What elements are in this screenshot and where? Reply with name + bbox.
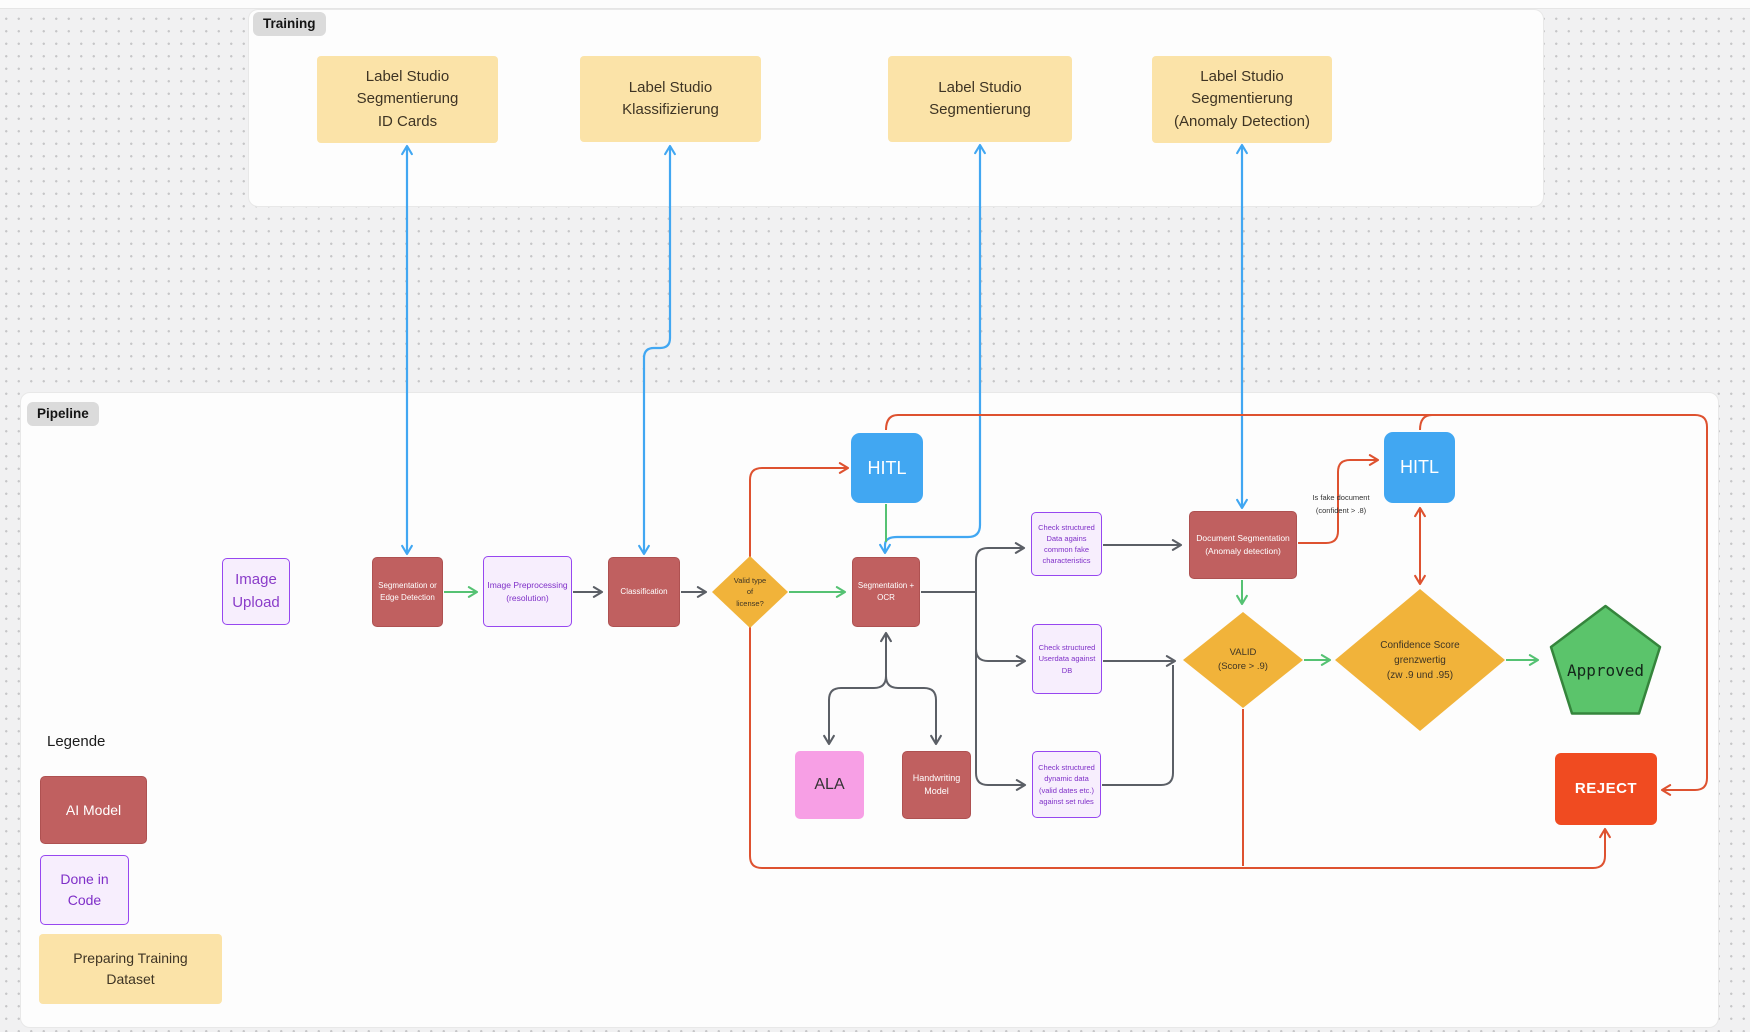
edge-segocr-checkfake[interactable] — [975, 542, 1026, 592]
legend-title: Legende — [47, 733, 106, 750]
edge-hitl2-top-join[interactable] — [1419, 414, 1433, 431]
training-box-anomaly-detection[interactable]: Label Studio Segmentierung (Anomaly Dete… — [1152, 56, 1332, 143]
node-check-userdata-db[interactable]: Check structured Userdata against DB — [1032, 624, 1102, 694]
node-reject[interactable]: REJECT — [1555, 753, 1657, 825]
edge-segocr-checkdynamic[interactable] — [975, 592, 1027, 791]
fake-document-annotation[interactable]: Is fake document (confident > .8) — [1312, 493, 1370, 515]
training-box-id-cards[interactable]: Label Studio Segmentierung ID Cards — [317, 56, 498, 143]
node-image-upload[interactable]: Image Upload — [222, 558, 290, 625]
node-ala[interactable]: ALA — [795, 751, 864, 819]
node-segmentation-edge-detection[interactable]: Segmentation or Edge Detection — [372, 557, 443, 627]
training-section-chip[interactable]: Training — [253, 12, 326, 37]
legend-ai-model[interactable]: AI Model — [40, 776, 147, 844]
edge-docseg-hitl2[interactable] — [1298, 454, 1380, 544]
node-approved-pentagon[interactable]: Approved — [1547, 603, 1664, 717]
node-image-preprocessing[interactable]: Image Preprocessing (resolution) — [483, 556, 572, 627]
node-document-segmentation[interactable]: Document Segmentation (Anomaly detection… — [1189, 511, 1297, 579]
training-box-klassifizierung[interactable]: Label Studio Klassifizierung — [580, 56, 761, 142]
edge-segocr-handwriting[interactable] — [885, 675, 942, 746]
edge-validtype-hitl1-and-bottom-reject-loop[interactable] — [749, 462, 1611, 869]
pipeline-section-chip[interactable]: Pipeline — [27, 402, 99, 427]
node-check-fake-characteristics[interactable]: Check structured Data agains common fake… — [1031, 512, 1102, 576]
edge-hitl1-top-reject-loop[interactable] — [885, 414, 1708, 796]
edge-segocr-checkuserdata[interactable] — [975, 592, 1027, 667]
approved-label: Approved — [1566, 661, 1645, 680]
node-hitl-1[interactable]: HITL — [851, 433, 923, 503]
edge-checkdynamic-join[interactable] — [1102, 665, 1174, 786]
node-handwriting-model[interactable]: Handwriting Model — [902, 751, 971, 819]
node-check-dynamic-data[interactable]: Check structured dynamic data (valid dat… — [1032, 751, 1101, 818]
node-hitl-2[interactable]: HITL — [1384, 432, 1455, 503]
legend-preparing-training-dataset[interactable]: Preparing Training Dataset — [39, 934, 222, 1004]
edge-segocr-ala[interactable] — [823, 631, 892, 746]
node-classification[interactable]: Classification — [608, 557, 680, 627]
edge-training-klassifizierung-classification[interactable] — [638, 144, 676, 556]
legend-done-in-code[interactable]: Done in Code — [40, 855, 129, 925]
top-panel-edge — [0, 0, 1750, 9]
node-segmentation-ocr[interactable]: Segmentation + OCR — [852, 557, 920, 627]
training-box-segmentierung[interactable]: Label Studio Segmentierung — [888, 56, 1072, 142]
